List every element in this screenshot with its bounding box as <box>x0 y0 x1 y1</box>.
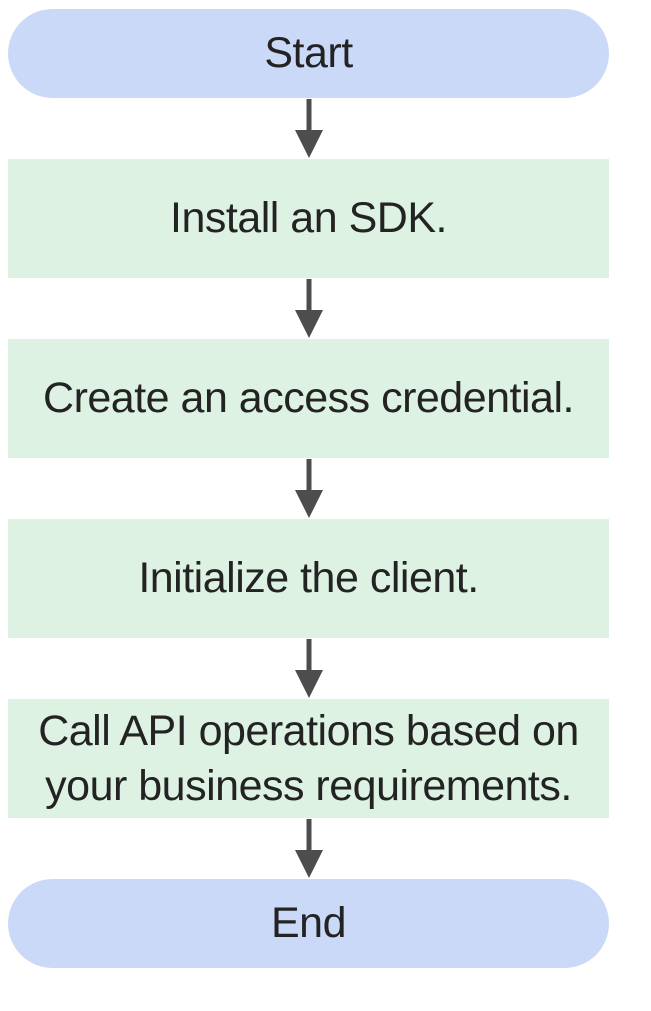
flow-node-initialize-client: Initialize the client. <box>8 519 609 638</box>
flow-node-install-sdk-label: Install an SDK. <box>170 194 447 242</box>
flow-node-call-api: Call API operations based on your busine… <box>8 699 609 818</box>
flow-node-initialize-client-label: Initialize the client. <box>138 554 479 602</box>
flow-node-start: Start <box>8 9 609 98</box>
flow-node-end-label: End <box>270 899 347 947</box>
flow-node-create-credential: Create an access credential. <box>8 339 609 458</box>
flowchart-column: Start Install an SDK. Create an access c… <box>8 9 609 968</box>
flow-node-end: End <box>8 879 609 968</box>
flow-node-create-credential-label: Create an access credential. <box>43 374 574 422</box>
arrow-down-icon <box>294 819 323 878</box>
arrow-down-icon <box>294 99 323 158</box>
arrow-down-icon <box>294 459 323 518</box>
flow-node-install-sdk: Install an SDK. <box>8 159 609 278</box>
flow-node-call-api-label: Call API operations based on your busine… <box>38 706 579 810</box>
arrow-down-icon <box>294 279 323 338</box>
flow-node-start-label: Start <box>264 29 353 77</box>
arrow-down-icon <box>294 639 323 698</box>
